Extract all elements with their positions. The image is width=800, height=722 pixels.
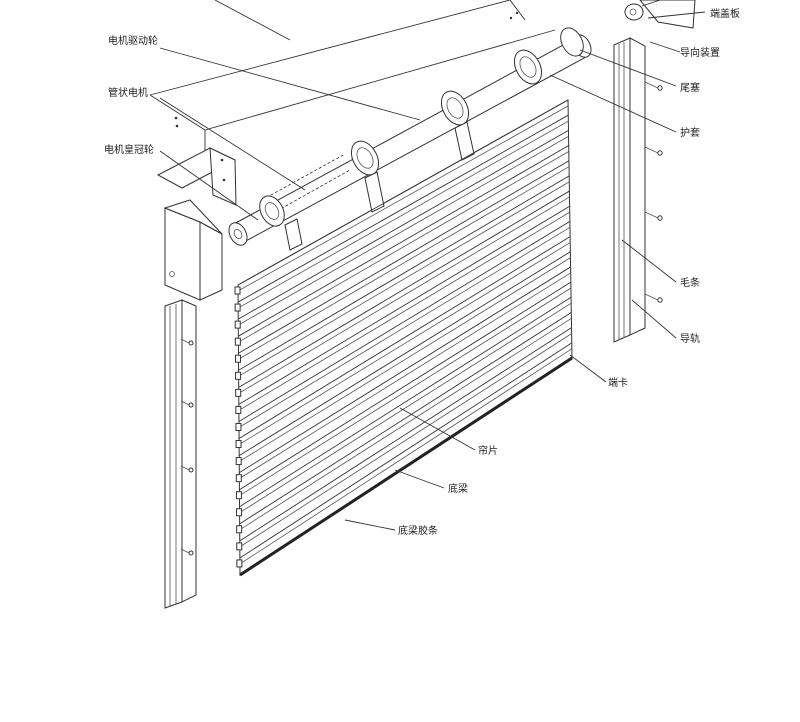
label-guide-device: 导向装置 <box>680 46 720 59</box>
curtain-hanger-0 <box>284 218 303 251</box>
end-clip <box>235 474 242 483</box>
slat-groove <box>238 196 570 394</box>
slat-groove <box>239 318 572 531</box>
leader-lines <box>159 11 706 531</box>
end-clip <box>234 320 241 329</box>
end-clip <box>235 405 242 414</box>
label-guide-rail: 导轨 <box>680 332 700 345</box>
slat-line <box>237 99 569 286</box>
slat-groove <box>238 242 571 445</box>
end-clip <box>234 286 241 295</box>
sleeve-1 <box>440 90 470 126</box>
end-clip <box>234 337 241 346</box>
slat-groove <box>238 181 570 377</box>
curtain-slats <box>234 99 573 577</box>
label-end-clip: 端卡 <box>608 376 628 389</box>
slat-line <box>238 129 569 320</box>
tube-wheels <box>259 27 584 227</box>
motor-drive-wheel <box>350 140 380 176</box>
slat-groove <box>239 302 572 514</box>
slat-line <box>239 266 571 474</box>
curtain-hanger-1 <box>364 171 385 213</box>
slat-groove <box>239 348 572 565</box>
slat-line <box>238 160 570 354</box>
labels: 电机驱动轮 管状电机 电机皇冠轮 端盖板 导向装置 尾塞 护套 毛条 导轨 端卡… <box>104 7 740 537</box>
slat-groove <box>239 333 572 548</box>
slat-line <box>238 221 571 422</box>
slat-line <box>239 312 572 525</box>
label-bottom-beam-rubber: 底梁胶条 <box>398 524 438 537</box>
slat-groove <box>238 257 571 462</box>
slat-groove <box>238 166 570 360</box>
end-clip <box>236 559 243 568</box>
slat-line <box>238 145 569 337</box>
label-tail-plug: 尾塞 <box>680 81 700 94</box>
slat-line <box>239 281 572 491</box>
label-bottom-beam: 底梁 <box>448 482 468 495</box>
label-curtain-slat: 帘片 <box>478 444 498 457</box>
slat-line <box>238 205 570 405</box>
end-clip <box>234 354 241 363</box>
motor-bracket <box>156 116 237 206</box>
label-motor-crown-wheel: 电机皇冠轮 <box>104 143 154 156</box>
end-clip <box>236 525 243 534</box>
end-clip <box>235 371 242 380</box>
left-end-cap <box>163 199 223 301</box>
slat-groove <box>239 287 572 497</box>
label-sleeve: 护套 <box>680 126 700 139</box>
end-clip <box>236 542 243 551</box>
slat-line <box>239 296 572 508</box>
slat-groove <box>239 272 571 479</box>
slat-groove <box>237 105 569 292</box>
tail-plug <box>560 27 584 57</box>
guide-device <box>624 0 696 29</box>
slat-line <box>237 114 569 303</box>
slat-groove <box>238 136 569 326</box>
sleeve-2 <box>513 49 543 85</box>
right-guide-rail <box>613 37 663 343</box>
end-clip <box>235 388 242 397</box>
slat-line <box>238 190 570 388</box>
label-brush-strip: 毛条 <box>680 276 700 289</box>
end-clip <box>235 440 242 449</box>
end-clip <box>235 491 242 500</box>
slat-line <box>239 327 572 542</box>
motor-crown-wheel <box>259 195 285 227</box>
end-clip <box>236 508 243 517</box>
slat-groove <box>238 151 569 343</box>
slat-line <box>238 251 571 456</box>
slat-groove <box>238 211 570 411</box>
left-guide-rail <box>164 299 197 609</box>
label-tubular-motor: 管状电机 <box>108 86 148 99</box>
end-clip <box>235 457 242 466</box>
slat-line <box>238 175 570 371</box>
end-clip <box>234 303 241 312</box>
slat-groove <box>237 120 569 309</box>
slat-line <box>239 342 573 559</box>
label-motor-drive-wheel: 电机驱动轮 <box>108 34 158 47</box>
top-housing <box>149 0 556 160</box>
slat-groove <box>238 227 571 428</box>
end-clip <box>235 422 242 431</box>
label-end-cap-plate: 端盖板 <box>710 7 740 20</box>
slat-line <box>238 236 571 439</box>
bottom-beam-rubber-strip <box>239 356 573 577</box>
